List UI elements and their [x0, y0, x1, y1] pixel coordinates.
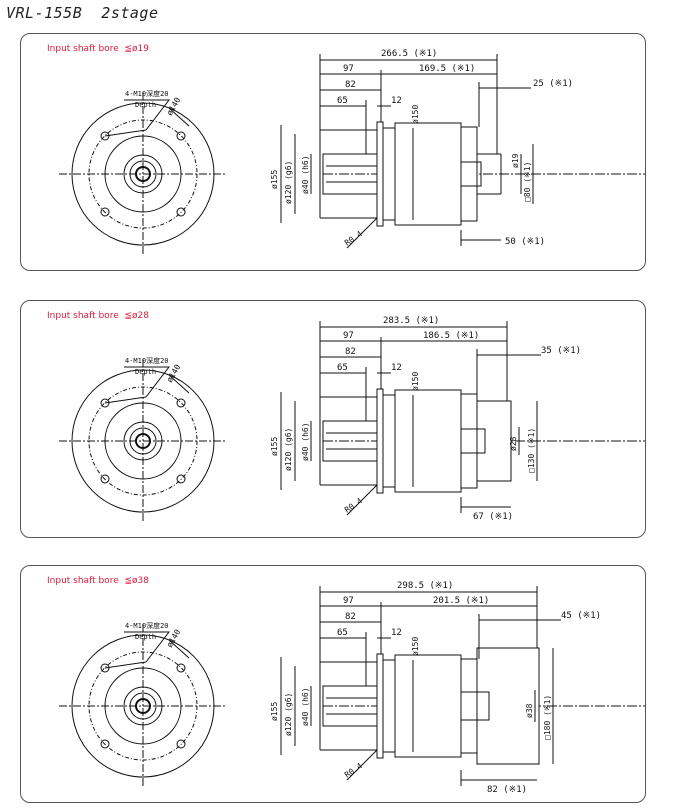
drawing-panel-bore-28: Input shaft bore ≦ø28: [20, 300, 646, 538]
technical-drawing: 4-M10深度20 Depth ø140 266.5 (※1) 169.5 (※…: [59, 49, 645, 256]
motor-side-dim-label: 45 (※1): [561, 611, 601, 621]
flange-dia-label: ø155: [270, 437, 279, 456]
technical-drawing: 4-M10深度20 Depth ø140 298.5 (※1) 201.5 (※…: [59, 581, 645, 795]
drawing-panel-bore-19: Input shaft bore ≦ø19: [20, 33, 646, 271]
motor-side-dim-label: 35 (※1): [541, 346, 581, 356]
depth-label: Depth: [135, 633, 156, 641]
bore-dia-label: ø28: [509, 436, 518, 451]
square-label: □180 (※1): [543, 695, 552, 740]
tap-hole: [100, 398, 110, 408]
flange-dia-label: ø155: [270, 170, 279, 189]
body-dia-label: ø150: [411, 372, 420, 391]
square-label: □80 (※1): [523, 162, 532, 202]
dim-12-label: 12: [391, 628, 402, 638]
dim-82-label: 82: [345, 80, 356, 90]
tap-hole-callout: 4-M10深度20: [125, 356, 169, 365]
bore-dia-label: ø19: [511, 153, 520, 168]
tap-hole-callout: 4-M10深度20: [125, 89, 169, 98]
dim-65-label: 65: [337, 96, 348, 106]
input-bore-label: Input shaft bore ≦ø19: [47, 44, 149, 54]
shaft-dia-label: ø40 (h6): [301, 422, 310, 461]
dim-65-label: 65: [337, 628, 348, 638]
flange-dia-label: ø155: [270, 702, 279, 721]
motor-side-dim-label: 25 (※1): [533, 79, 573, 89]
radius-label: R0.4: [343, 761, 364, 780]
page-title: VRL-155B 2stage: [6, 4, 159, 22]
square-label: □130 (※1): [527, 428, 536, 473]
body-dia-label: ø150: [411, 637, 420, 656]
input-bore-label: Input shaft bore ≦ø38: [47, 576, 149, 586]
dim-97-label: 97: [343, 596, 354, 606]
bottom-dim-label: 50 (※1): [505, 237, 545, 247]
radius-label: R0.4: [343, 229, 364, 248]
pilot-dia-label: ø120 (g6): [284, 161, 293, 204]
shaft-dia-label: ø40 (h6): [301, 155, 310, 194]
dim-82-label: 82: [345, 347, 356, 357]
dim-12-label: 12: [391, 96, 402, 106]
dim-65-label: 65: [337, 363, 348, 373]
dim-97-label: 97: [343, 64, 354, 74]
bottom-dim-label: 67 (※1): [473, 512, 513, 522]
dim-82-label: 82: [345, 612, 356, 622]
pilot-dia-label: ø120 (g6): [284, 428, 293, 471]
body-dia-label: ø150: [411, 105, 420, 124]
depth-label: Depth: [135, 101, 156, 109]
tap-hole-callout: 4-M10深度20: [125, 621, 169, 630]
length-2-label: 169.5 (※1): [419, 64, 475, 74]
tap-hole: [100, 663, 110, 673]
length-2-label: 201.5 (※1): [433, 596, 489, 606]
depth-label: Depth: [135, 368, 156, 376]
input-bore-label: Input shaft bore ≦ø28: [47, 311, 149, 321]
radius-label: R0.4: [343, 496, 364, 515]
bottom-dim-label: 82 (※1): [487, 785, 527, 795]
dim-97-label: 97: [343, 331, 354, 341]
drawing-panel-bore-38: Input shaft bore ≦ø38: [20, 565, 646, 803]
shaft-dia-label: ø40 (h6): [301, 687, 310, 726]
overall-length-label: 298.5 (※1): [397, 581, 453, 591]
length-2-label: 186.5 (※1): [423, 331, 479, 341]
tap-hole: [100, 131, 110, 141]
pilot-dia-label: ø120 (g6): [284, 693, 293, 736]
technical-drawing: 4-M10深度20 Depth ø140 283.5 (※1) 186.5 (※…: [59, 316, 645, 523]
overall-length-label: 266.5 (※1): [381, 49, 437, 59]
overall-length-label: 283.5 (※1): [383, 316, 439, 326]
dim-12-label: 12: [391, 363, 402, 373]
bore-dia-label: ø38: [525, 703, 534, 718]
